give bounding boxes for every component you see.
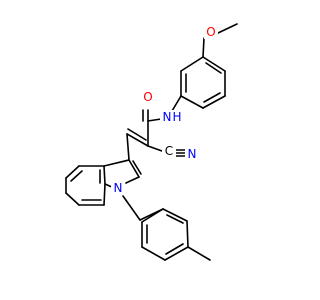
bond-alpha-vinyl-double <box>127 128 147 141</box>
bond-ring-n <box>171 95 182 112</box>
amide-nitrogen-label: N <box>163 110 172 124</box>
nitrile-carbon-label: C <box>165 144 173 158</box>
nitrile-nitrogen-label: N <box>188 147 197 161</box>
methoxy-oxygen-label: O <box>206 25 215 39</box>
bond-methyl-o <box>217 23 238 34</box>
indole-nitrogen-label: N <box>114 181 123 195</box>
bond-n-ch2 <box>122 195 141 221</box>
bond-o-ring <box>202 37 205 58</box>
indole-ring <box>65 159 142 206</box>
bond-vinyl-indole <box>126 133 130 161</box>
amide-hydrogen-label: H <box>172 110 181 124</box>
bond-alpha-cn <box>147 145 163 152</box>
bond-alpha-vinyl <box>126 133 149 147</box>
methoxyphenyl-ring <box>180 56 226 109</box>
bond-ring-methyl <box>187 246 211 261</box>
methylbenzyl-ring <box>141 208 189 261</box>
carbonyl-oxygen-label: O <box>143 90 152 104</box>
bond-n-carbonyl <box>147 118 162 122</box>
molecule-diagram: O O N H C N N <box>65 23 238 261</box>
